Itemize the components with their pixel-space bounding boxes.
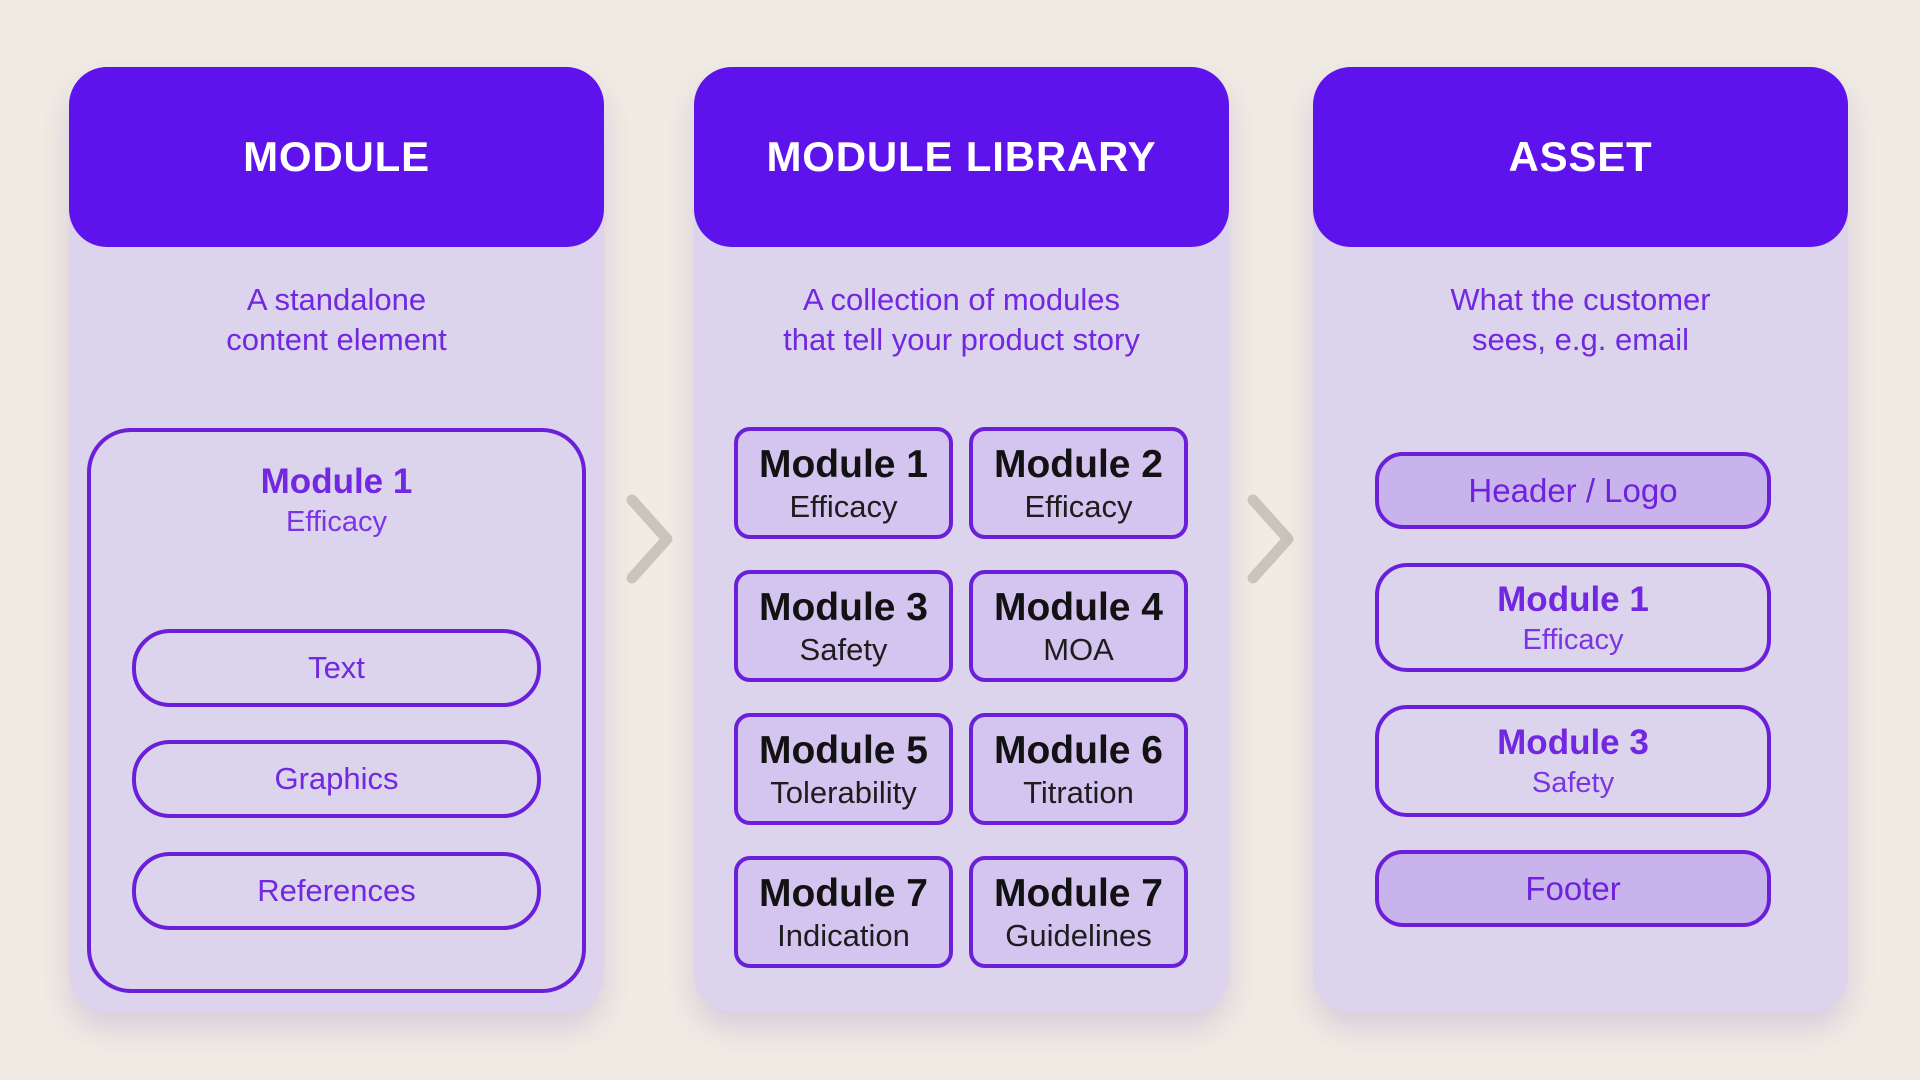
- card-subtitle: Efficacy: [1024, 489, 1133, 524]
- asset-desc-line-2: sees, e.g. email: [1471, 322, 1690, 357]
- asset-footer-box: Footer: [1375, 850, 1771, 927]
- card-title: Module 3: [758, 586, 928, 629]
- card-title: Module 2: [993, 443, 1163, 486]
- module-library-column-title: MODULE LIBRARY: [766, 133, 1157, 180]
- library-card-module-2: Module 2 Efficacy: [969, 427, 1188, 539]
- card-title: Module 1: [758, 443, 928, 486]
- library-card-module-5: Module 5 Tolerability: [734, 713, 953, 825]
- module-detail-heading: Module 1 Efficacy: [91, 460, 582, 540]
- card-title: Module 4: [993, 586, 1163, 629]
- asset-box-subtitle: Efficacy: [1522, 623, 1624, 656]
- module-detail-subtitle: Efficacy: [285, 506, 387, 538]
- asset-column-title: ASSET: [1508, 133, 1653, 180]
- module-part-references-label: References: [257, 873, 416, 908]
- module-part-text: Text: [132, 629, 541, 707]
- library-card-module-6: Module 6 Titration: [969, 713, 1188, 825]
- card-subtitle: Indication: [777, 918, 910, 953]
- card-title: Module 7: [758, 872, 928, 915]
- card-subtitle: Tolerability: [770, 775, 917, 810]
- library-desc-line-1: A collection of modules: [802, 282, 1121, 317]
- asset-module-1-box: Module 1 Efficacy: [1375, 563, 1771, 672]
- module-part-references: References: [132, 852, 541, 930]
- module-column-header: MODULE: [69, 67, 604, 247]
- asset-column-description: What the customer sees, e.g. email: [1313, 280, 1848, 360]
- module-column-title: MODULE: [243, 133, 430, 180]
- module-column: MODULE A standalone content element Modu…: [69, 67, 604, 1012]
- card-subtitle: Guidelines: [1005, 918, 1152, 953]
- module-part-graphics-label: Graphics: [274, 761, 399, 796]
- module-desc-line-2: content element: [226, 322, 447, 357]
- module-column-description: A standalone content element: [69, 280, 604, 360]
- card-subtitle: Safety: [799, 632, 888, 667]
- asset-footer-label: Footer: [1525, 869, 1621, 907]
- card-subtitle: Efficacy: [789, 489, 898, 524]
- asset-desc-line-1: What the customer: [1450, 282, 1711, 317]
- asset-box-title: Module 3: [1497, 723, 1649, 762]
- card-title: Module 5: [758, 729, 928, 772]
- module-library-column-header: MODULE LIBRARY: [694, 67, 1229, 247]
- asset-box-title: Module 1: [1497, 579, 1649, 619]
- library-card-module-7-indication: Module 7 Indication: [734, 856, 953, 968]
- card-subtitle: Titration: [1023, 775, 1134, 810]
- chevron-right-icon: [1247, 494, 1294, 584]
- asset-header-logo-box: Header / Logo: [1375, 452, 1771, 529]
- library-card-module-3: Module 3 Safety: [734, 570, 953, 682]
- asset-column-header: ASSET: [1313, 67, 1848, 247]
- asset-box-subtitle: Safety: [1531, 767, 1615, 799]
- module-part-text-label: Text: [308, 650, 365, 685]
- library-desc-line-2: that tell your product story: [783, 322, 1140, 357]
- asset-header-logo-label: Header / Logo: [1468, 471, 1678, 509]
- module-library-column: MODULE LIBRARY A collection of modules t…: [694, 67, 1229, 1012]
- chevron-right-icon: [626, 494, 673, 584]
- module-detail-box: Module 1 Efficacy Text Graphics Referenc…: [87, 428, 586, 993]
- library-card-module-7-guidelines: Module 7 Guidelines: [969, 856, 1188, 968]
- module-detail-title: Module 1: [260, 462, 413, 501]
- asset-column: ASSET What the customer sees, e.g. email…: [1313, 67, 1848, 1012]
- module-desc-line-1: A standalone: [246, 282, 427, 317]
- module-part-graphics: Graphics: [132, 740, 541, 818]
- card-title: Module 7: [993, 872, 1163, 915]
- library-card-module-1: Module 1 Efficacy: [734, 427, 953, 539]
- asset-module-3-box: Module 3 Safety: [1375, 705, 1771, 817]
- card-title: Module 6: [993, 729, 1163, 772]
- module-library-description: A collection of modules that tell your p…: [694, 280, 1229, 360]
- card-subtitle: MOA: [1043, 632, 1114, 667]
- library-card-module-4: Module 4 MOA: [969, 570, 1188, 682]
